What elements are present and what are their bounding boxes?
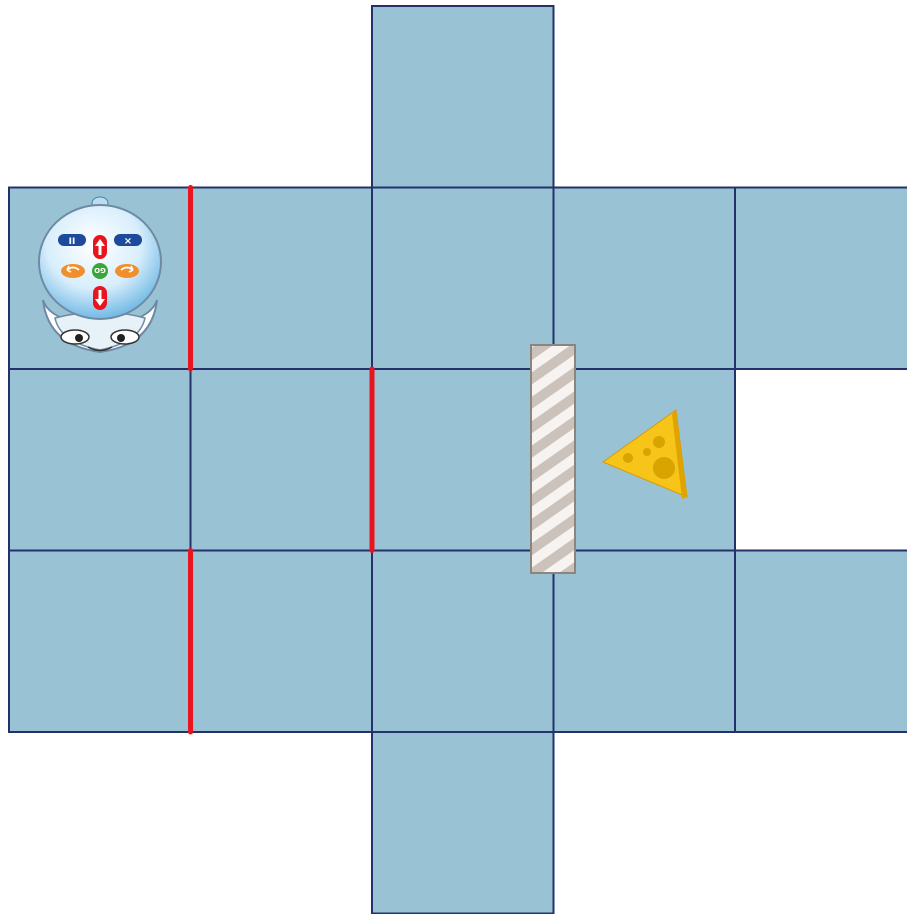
turn-right-button[interactable] xyxy=(115,264,139,278)
clear-button[interactable]: × xyxy=(114,234,142,247)
forward-button[interactable] xyxy=(93,235,107,259)
svg-text:II: II xyxy=(69,237,76,247)
board-tile-r1-c1 xyxy=(191,188,373,370)
board-tile-r1-c2 xyxy=(372,188,554,370)
board-tile-r4-c2 xyxy=(372,732,554,914)
striped-barrier xyxy=(531,345,575,573)
svg-text:GO: GO xyxy=(94,266,106,274)
board-tile-r1-c4 xyxy=(735,188,907,370)
mouse-robot[interactable]: II × GO xyxy=(39,197,161,352)
board-tile-r3-c2 xyxy=(372,551,554,733)
board-tile-r2-c0 xyxy=(9,369,191,551)
board-tile-r3-c1 xyxy=(191,551,373,733)
board-tile-r0-c2 xyxy=(372,6,554,188)
turn-left-button[interactable] xyxy=(61,264,85,278)
pause-button[interactable]: II xyxy=(58,234,86,247)
board-tile-r2-c2 xyxy=(372,369,554,551)
svg-text:×: × xyxy=(124,236,132,247)
board-tile-r3-c0 xyxy=(9,551,191,733)
backward-button[interactable] xyxy=(93,286,107,310)
board-tile-r2-c1 xyxy=(191,369,373,551)
go-button[interactable]: GO xyxy=(92,263,108,279)
board-tile-r1-c3 xyxy=(554,188,736,370)
board-tile-r3-c3 xyxy=(554,551,736,733)
tiles-layer xyxy=(9,6,907,914)
board-tile-r3-c4 xyxy=(735,551,907,733)
